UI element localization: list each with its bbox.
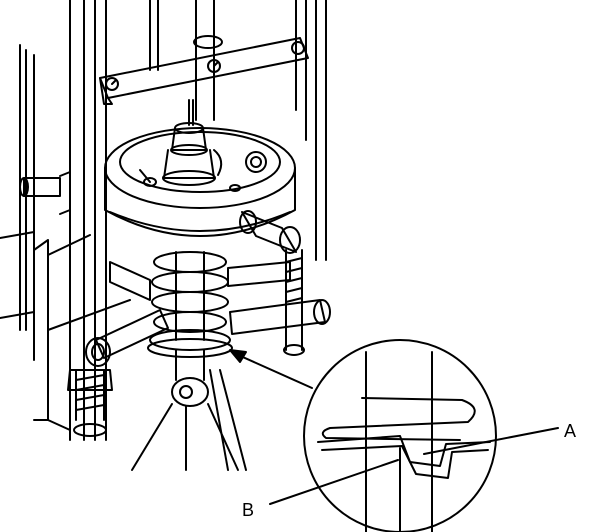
- upper-ring: [104, 127, 296, 237]
- adjust-knob-right: [239, 210, 301, 254]
- coil-spring: [151, 251, 229, 341]
- spring-seat-and-shock: [131, 329, 247, 471]
- guide-rods: [69, 0, 327, 441]
- leader-b: [269, 459, 399, 505]
- detail-pointer-arrow: [229, 349, 313, 389]
- callout-leaders: [269, 427, 559, 505]
- top-crossbar: [99, 37, 309, 105]
- strut-top-mount: [162, 99, 223, 186]
- lower-clamp-arms: [85, 261, 331, 367]
- detail-magnifier: [303, 339, 497, 532]
- threaded-screw-left: [67, 369, 113, 437]
- callout-label-a: A: [564, 421, 576, 441]
- threaded-screw-right: [283, 249, 305, 356]
- side-bolt-left: [19, 171, 71, 215]
- leader-a: [423, 427, 559, 455]
- callout-label-b: B: [242, 500, 254, 520]
